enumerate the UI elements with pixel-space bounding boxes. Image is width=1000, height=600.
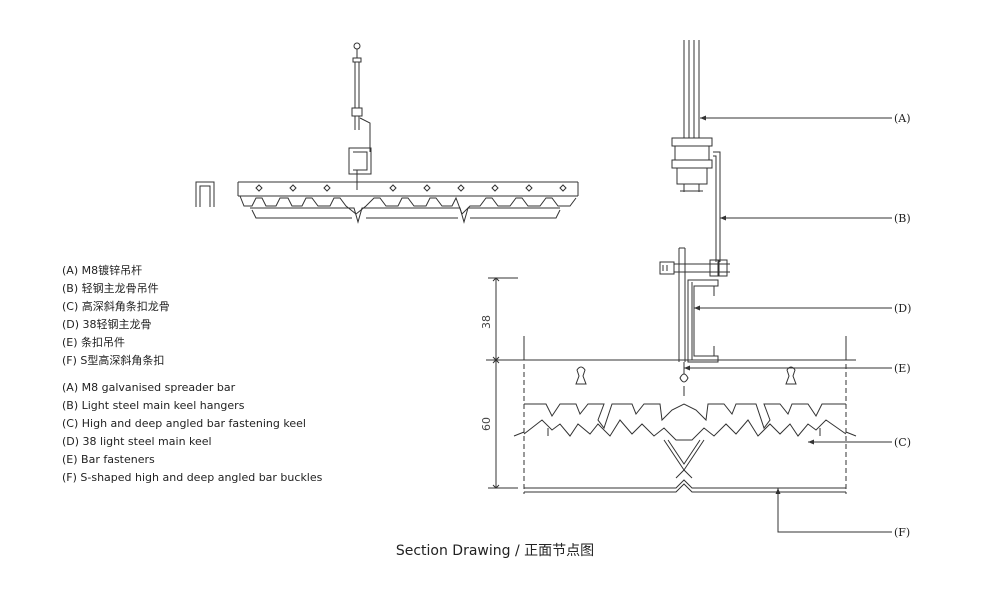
callout-e: (E) [894, 362, 911, 375]
legend-item: (A) M8 galvanised spreader bar [62, 381, 236, 394]
legend-item: (B) Light steel main keel hangers [62, 399, 245, 412]
callout-a: (A) [894, 112, 911, 125]
legend-item: (F) S型高深斜角条扣 [62, 354, 165, 367]
legend-chinese: (A) M8镀锌吊杆 (B) 轻钢主龙骨吊件 (C) 高深斜角条扣龙骨 (D) … [62, 262, 170, 370]
legend-item: (F) S-shaped high and deep angled bar bu… [62, 471, 323, 484]
legend-item: (B) 轻钢主龙骨吊件 [62, 282, 159, 295]
legend-item: (A) M8镀锌吊杆 [62, 264, 143, 277]
legend-item: (D) 38 light steel main keel [62, 435, 212, 448]
callout-b: (B) [894, 212, 911, 225]
legend-item: (E) 条扣吊件 [62, 336, 126, 349]
legend-item: (E) Bar fasteners [62, 453, 155, 466]
legend-english: (A) M8 galvanised spreader bar (B) Light… [62, 379, 322, 487]
callout-f: (F) [894, 526, 910, 539]
callout-c: (C) [894, 436, 911, 449]
legend-item: (C) High and deep angled bar fastening k… [62, 417, 306, 430]
legend-item: (C) 高深斜角条扣龙骨 [62, 300, 170, 313]
callout-d: (D) [894, 302, 911, 315]
legend-item: (D) 38轻钢主龙骨 [62, 318, 152, 331]
drawing-caption: Section Drawing / 正面节点图 [395, 543, 595, 559]
detail-drawing [486, 40, 892, 533]
overview-drawing [195, 42, 579, 224]
dimension-lower: 60 [480, 417, 493, 431]
dimension-upper: 38 [480, 315, 493, 329]
